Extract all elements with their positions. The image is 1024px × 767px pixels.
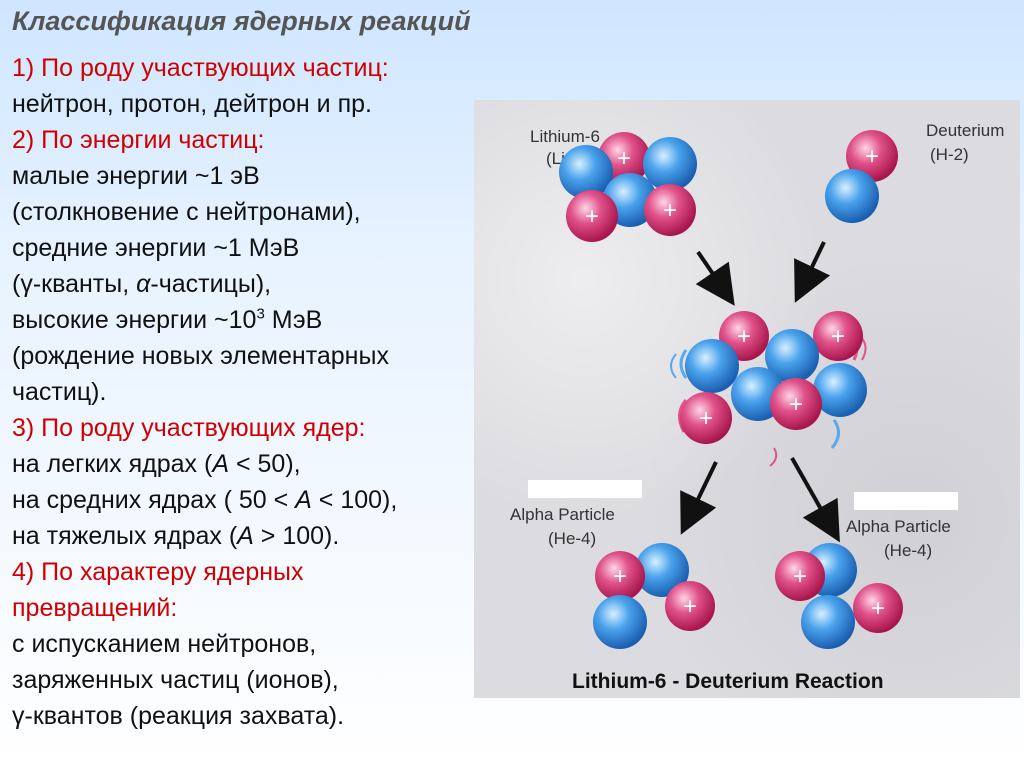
neutron — [593, 595, 647, 649]
alpha-left-label: Alpha Particle — [510, 505, 615, 524]
arrow-icon — [794, 241, 831, 303]
section-3-line: на тяжелых ядрах (A > 100). — [12, 518, 512, 554]
proton-sign: + — [585, 203, 599, 230]
vibration-mark — [679, 349, 688, 379]
diagram-caption: Lithium-6 - Deuterium Reaction — [572, 670, 884, 693]
reaction-diagram-svg: Lithium-6 (Li-6) Deuterium (H-2) Alpha P… — [510, 121, 1004, 693]
proton-sign: + — [613, 563, 627, 590]
neutron — [825, 169, 879, 223]
arrow-icon — [695, 250, 735, 306]
gamma-symbol: γ — [20, 270, 33, 298]
proton — [595, 551, 645, 601]
text-fragment: МэВ — [264, 306, 323, 334]
proton-sign: + — [865, 143, 879, 170]
section-2-line: частиц). — [12, 378, 107, 406]
proton-sign: + — [699, 405, 713, 432]
proton — [853, 583, 903, 633]
mass-number-symbol: A — [295, 486, 312, 514]
text-fragment: на тяжелых ядрах ( — [12, 522, 238, 550]
section-4-line: с испусканием нейтронов, — [12, 630, 317, 658]
neutron — [685, 339, 739, 393]
proton — [846, 130, 898, 182]
neutron — [765, 329, 819, 383]
label-patch — [528, 480, 642, 498]
section-1-heading: 1) По роду участвующих частиц: — [12, 54, 389, 82]
section-2-line: высокие энергии ~103 МэВ — [12, 302, 512, 338]
proton — [775, 551, 825, 601]
proton — [813, 311, 863, 361]
arrow-icon — [680, 461, 718, 535]
alpha-left-symbol-label: (He-4) — [548, 529, 596, 548]
neutron — [813, 363, 867, 417]
alpha-right-label: Alpha Particle — [846, 517, 951, 536]
proton-sign: + — [617, 145, 631, 172]
section-2-line: (столкновение с нейтронами), — [12, 198, 361, 226]
proton-sign: + — [663, 197, 677, 224]
section-4-heading: превращений: — [12, 594, 178, 622]
text-fragment: < 100), — [311, 486, 398, 514]
proton-sign: + — [871, 595, 885, 622]
arrow-icon — [790, 457, 840, 543]
text-fragment: > 100). — [253, 522, 340, 550]
section-3-line: на средних ядрах ( 50 < A < 100), — [12, 482, 512, 518]
deuterium-symbol-label: (H-2) — [930, 145, 969, 164]
text-fragment: -частицы), — [150, 270, 272, 298]
vibration-mark — [769, 447, 778, 467]
text-fragment: < 50), — [229, 450, 301, 478]
reaction-diagram: Lithium-6 (Li-6) Deuterium (H-2) Alpha P… — [474, 100, 1020, 698]
section-2-heading: 2) По энергии частиц: — [12, 126, 265, 154]
text-fragment: на легких ядрах ( — [12, 450, 213, 478]
neutron — [559, 145, 613, 199]
alpha-symbol: α — [136, 270, 151, 298]
deuterium-label: Deuterium — [926, 121, 1004, 140]
alpha-right-symbol-label: (He-4) — [884, 541, 932, 560]
proton-sign: + — [683, 593, 697, 620]
gamma-symbol: γ — [12, 702, 25, 730]
mass-number-symbol: A — [237, 522, 254, 550]
exponent: 3 — [256, 305, 265, 323]
mass-number-symbol: A — [212, 450, 230, 478]
section-3-heading: 3) По роду участвующих ядер: — [12, 414, 366, 442]
text-fragment: -квантов (реакция захвата). — [24, 702, 345, 730]
proton-sign: + — [831, 323, 845, 350]
text-fragment: -кванты, — [32, 270, 137, 298]
proton — [644, 184, 696, 236]
proton — [566, 190, 618, 242]
neutron — [801, 595, 855, 649]
proton-sign: + — [737, 323, 751, 350]
slide-title: Классификация ядерных реакций — [12, 6, 471, 36]
section-4-line: заряженных частиц (ионов), — [12, 666, 339, 694]
neutron — [643, 137, 697, 191]
neutron — [635, 543, 689, 597]
proton-sign: + — [793, 563, 807, 590]
vibration-mark — [830, 419, 840, 449]
section-1-line: нейтрон, протон, дейтрон и пр. — [12, 90, 372, 118]
section-4-line: γ-квантов (реакция захвата). — [12, 698, 512, 734]
proton — [665, 581, 715, 631]
label-patch — [854, 492, 958, 510]
vibration-mark — [670, 353, 677, 379]
text-fragment: на средних ядрах ( 50 < — [12, 486, 296, 514]
classification-text: 1) По роду участвующих частиц: нейтрон, … — [12, 50, 512, 734]
section-2-line: малые энергии ~1 эВ — [12, 162, 260, 190]
section-2-line: (рождение новых элементарных — [12, 342, 389, 370]
section-3-line: на легких ядрах (A < 50), — [12, 446, 512, 482]
section-2-line: (γ-кванты, α-частицы), — [12, 270, 272, 298]
proton-sign: + — [789, 391, 803, 418]
proton — [680, 392, 732, 444]
proton — [770, 378, 822, 430]
section-2-line: средние энергии ~1 МэВ — [12, 234, 300, 262]
lithium-label: Lithium-6 — [530, 127, 600, 146]
section-4-heading: 4) По характеру ядерных — [12, 558, 304, 586]
text-fragment: высокие энергии ~10 — [12, 306, 257, 334]
